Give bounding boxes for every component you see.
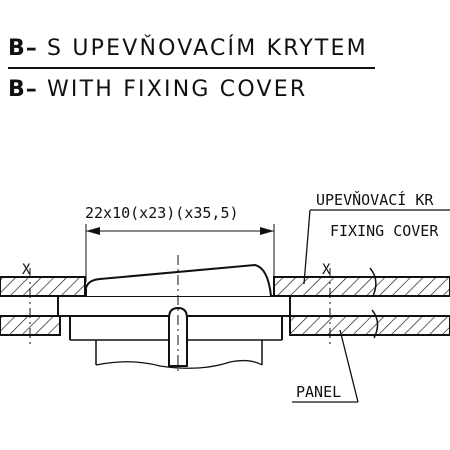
heading-english-prefix: B–	[8, 77, 38, 102]
heading-czech-text: S UPEVŇOVACÍM KRYTEM	[46, 36, 368, 61]
heading-czech: B– S UPEVŇOVACÍM KRYTEM	[8, 36, 368, 61]
x-mark-left: X	[22, 262, 31, 278]
x-mark-right: X	[322, 262, 331, 278]
heading-english-text: WITH FIXING COVER	[46, 77, 308, 102]
lower-plate	[0, 315, 450, 336]
dimension-label: 22x10(x23)(x35,5)	[85, 204, 239, 222]
heading-czech-underline	[8, 67, 375, 69]
fixing-cover-label-english: FIXING COVER	[330, 222, 439, 240]
heading-english: B– WITH FIXING COVER	[8, 77, 307, 102]
panel-leader	[292, 329, 359, 403]
dimension-line	[85, 224, 275, 282]
fixing-cover-leader	[303, 209, 450, 285]
fixing-cover-label-czech: UPEVŇOVACÍ KR	[316, 190, 434, 209]
break-line	[369, 267, 379, 339]
heading-czech-prefix: B–	[8, 36, 38, 61]
upper-plate	[0, 276, 450, 297]
panel-label: PANEL	[296, 383, 341, 401]
